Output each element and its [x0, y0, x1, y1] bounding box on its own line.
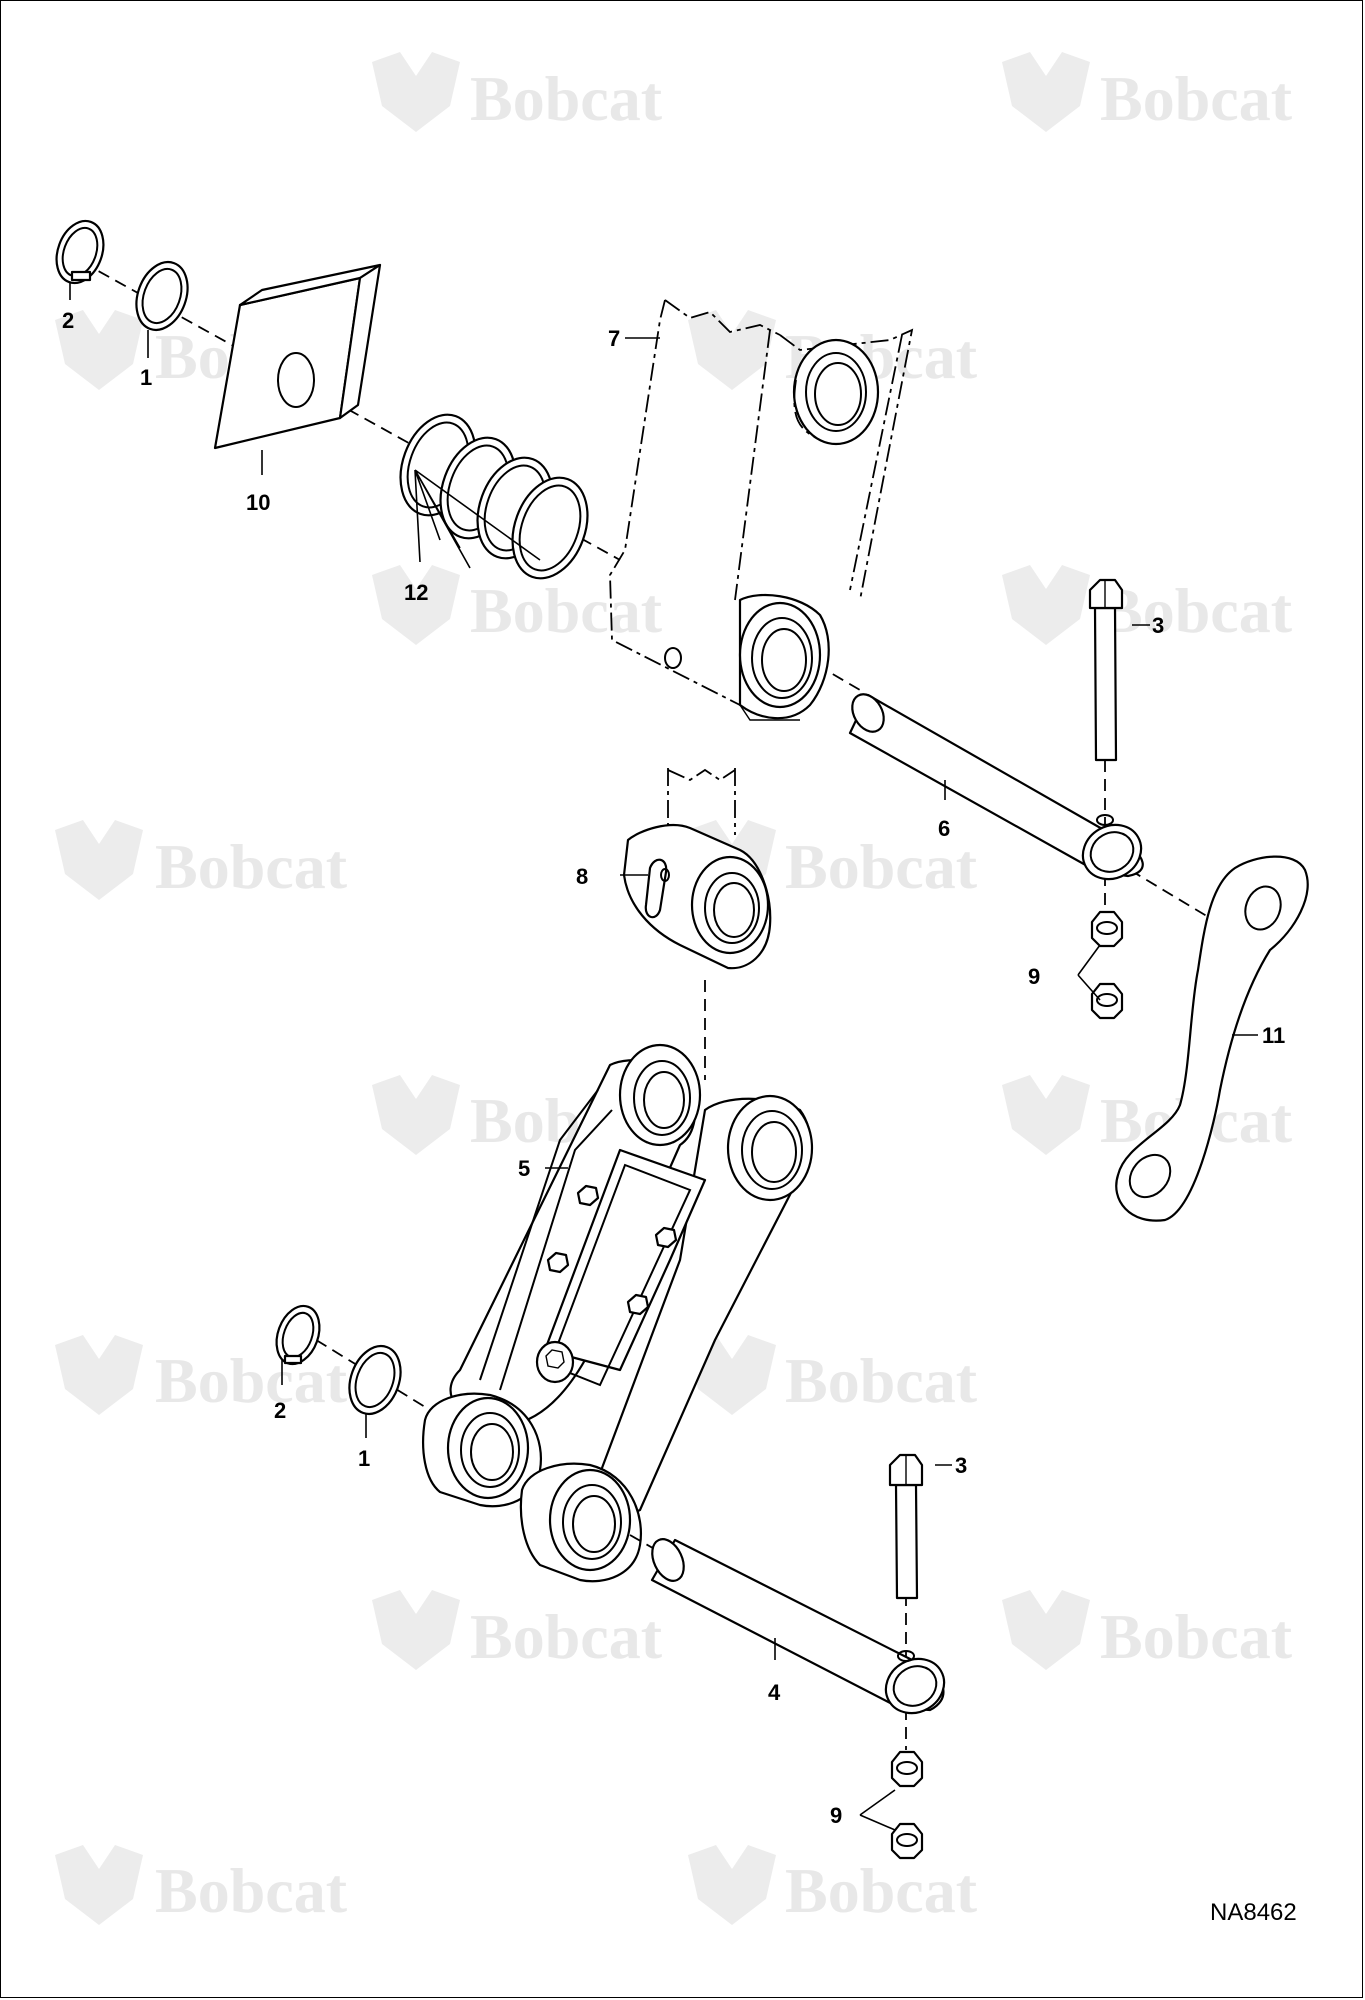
pin4-centerline — [629, 1534, 666, 1556]
callout-8: 8 — [576, 864, 588, 889]
callout-9-bottom: 9 — [830, 1803, 842, 1828]
washer-1-top — [135, 261, 189, 331]
callout-2-top: 2 — [62, 308, 74, 333]
watermark-row8-center: Bobcat — [688, 1845, 978, 1926]
link-11 — [1115, 855, 1309, 1222]
watermark-row7-left: Bobcat — [372, 1590, 663, 1672]
watermark-row6-center: Bobcat — [688, 1335, 978, 1416]
svg-text:Bobcat: Bobcat — [470, 63, 663, 134]
callout-10: 10 — [246, 490, 270, 515]
bucket-link-5 — [422, 1043, 814, 1583]
watermark-top-right: Bobcat — [1002, 52, 1293, 134]
callout-9-top: 9 — [1028, 964, 1040, 989]
pin-4 — [650, 1538, 946, 1715]
svg-text:Bobcat: Bobcat — [785, 1855, 978, 1926]
callout-1-bottom: 1 — [358, 1446, 370, 1471]
nut-9-bottom-a — [890, 1750, 924, 1788]
callout-5: 5 — [518, 1156, 530, 1181]
svg-text:Bobcat: Bobcat — [1100, 575, 1293, 646]
watermark-row6-left: Bobcat — [55, 1335, 348, 1416]
shim-plate-10 — [213, 263, 382, 450]
snap-ring-2-bottom — [275, 1304, 321, 1366]
callout-11: 11 — [1262, 1023, 1285, 1048]
callout-1-top: 1 — [140, 365, 152, 390]
callouts: 2 1 10 12 7 3 6 8 9 11 5 2 1 3 4 9 — [62, 308, 1285, 1828]
svg-text:Bobcat: Bobcat — [785, 831, 978, 902]
leader-lines — [69, 282, 1258, 1831]
drawing-number: NA8462 — [1210, 1899, 1297, 1926]
watermark-row3-left: Bobcat — [372, 565, 663, 646]
svg-text:Bobcat: Bobcat — [155, 1855, 348, 1926]
snap-ring-2-top — [55, 219, 105, 285]
nut-9-bottom-b — [890, 1822, 924, 1860]
svg-text:Bobcat: Bobcat — [785, 1345, 978, 1416]
callout-3-top: 3 — [1152, 613, 1164, 638]
nut-9-top-b — [1090, 982, 1124, 1020]
boom-7 — [609, 299, 914, 721]
nut-9-top-a — [1090, 910, 1124, 948]
svg-text:Bobcat: Bobcat — [470, 575, 663, 646]
svg-text:Bobcat: Bobcat — [1100, 63, 1293, 134]
callout-6: 6 — [938, 816, 950, 841]
washer-1-bottom — [348, 1345, 402, 1415]
callout-3-bottom: 3 — [955, 1453, 967, 1478]
svg-text:Bobcat: Bobcat — [155, 831, 348, 902]
watermark-row4-left: Bobcat — [55, 820, 348, 902]
svg-text:Bobcat: Bobcat — [470, 1601, 663, 1672]
pin-6 — [848, 693, 1144, 881]
bolt-3-top — [1088, 578, 1124, 762]
bolt-3-bottom — [888, 1453, 924, 1600]
callout-12: 12 — [404, 580, 428, 605]
rod-end-8 — [622, 768, 772, 970]
watermark-row7-right: Bobcat — [1002, 1590, 1293, 1672]
watermark-row3-right: Bobcat — [1002, 565, 1293, 646]
svg-text:Bobcat: Bobcat — [155, 1345, 348, 1416]
watermark-layer: Bobcat Bobcat Bobcat Bobcat Bobcat Bobca… — [55, 52, 1293, 1926]
callout-4: 4 — [768, 1680, 781, 1705]
svg-text:Bobcat: Bobcat — [1100, 1601, 1293, 1672]
watermark-row8-left: Bobcat — [55, 1845, 348, 1926]
callout-2-bottom: 2 — [274, 1398, 286, 1423]
watermark-top-left: Bobcat — [372, 52, 663, 134]
callout-7: 7 — [608, 326, 620, 351]
